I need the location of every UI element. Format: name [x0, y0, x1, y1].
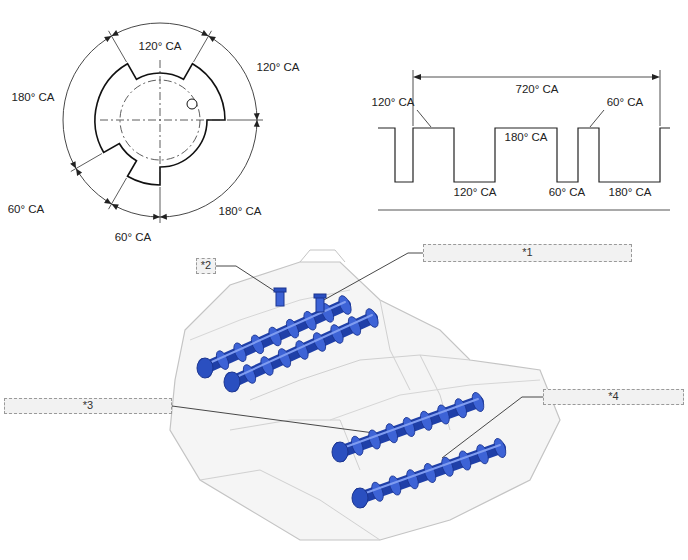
callout-number: *3 [83, 399, 93, 412]
timing-rotor [63, 23, 263, 223]
callout-box: *3 [4, 398, 172, 414]
callout-box: *1 [423, 244, 632, 262]
extension-line [160, 187, 161, 223]
dimension-arrow [112, 30, 119, 36]
dimension-arrow [76, 169, 82, 176]
dimension-label: 60° CA [8, 203, 45, 217]
leader-lines [172, 253, 543, 458]
camshaft [223, 307, 380, 393]
dimension-label: 120° CA [257, 61, 300, 75]
dimension-arrow [254, 113, 260, 120]
callout-box: *4 [543, 389, 684, 405]
sensor [314, 294, 326, 312]
dimension-arrow [153, 214, 160, 220]
dimension-arrow [104, 198, 111, 204]
dimension-arrow [254, 120, 260, 127]
dimension-arrow [201, 30, 208, 36]
dimension-arrow [70, 161, 76, 168]
extension-line [227, 120, 263, 121]
dimension-arrow [160, 214, 167, 220]
pin-hole [187, 99, 197, 109]
extension-line [109, 31, 127, 62]
sensor [274, 288, 286, 306]
dimension-arrow [112, 204, 119, 210]
dimension-label: 180° CA [219, 205, 262, 219]
camshafts [196, 288, 508, 509]
dimension-label: 180° CA [12, 91, 55, 105]
dimension-arrow [104, 36, 111, 42]
extension-line [71, 154, 102, 172]
dimension-label: 120° CA [372, 96, 415, 110]
dimension-arrow [209, 36, 216, 42]
dimension-label: 120° CA [454, 186, 497, 200]
signal-waveform [378, 70, 670, 210]
camshaft [352, 437, 508, 509]
extension-line [194, 31, 212, 62]
callout-number: *2 [201, 259, 211, 272]
dimension-label: 180° CA [505, 131, 548, 145]
callout-number: *4 [608, 390, 618, 403]
extension-line [109, 178, 127, 209]
dimension-label: 60° CA [607, 96, 644, 110]
dimension-label: 180° CA [609, 186, 652, 200]
callout-number: *1 [522, 246, 532, 259]
dimension-label: 60° CA [549, 186, 586, 200]
dimension-label: 60° CA [115, 231, 152, 245]
dimension-label: 120° CA [139, 40, 182, 54]
dimension-label: 720° CA [516, 83, 559, 97]
engine-sketch [170, 250, 560, 540]
center-line [160, 60, 161, 180]
callout-box: *2 [196, 258, 216, 274]
